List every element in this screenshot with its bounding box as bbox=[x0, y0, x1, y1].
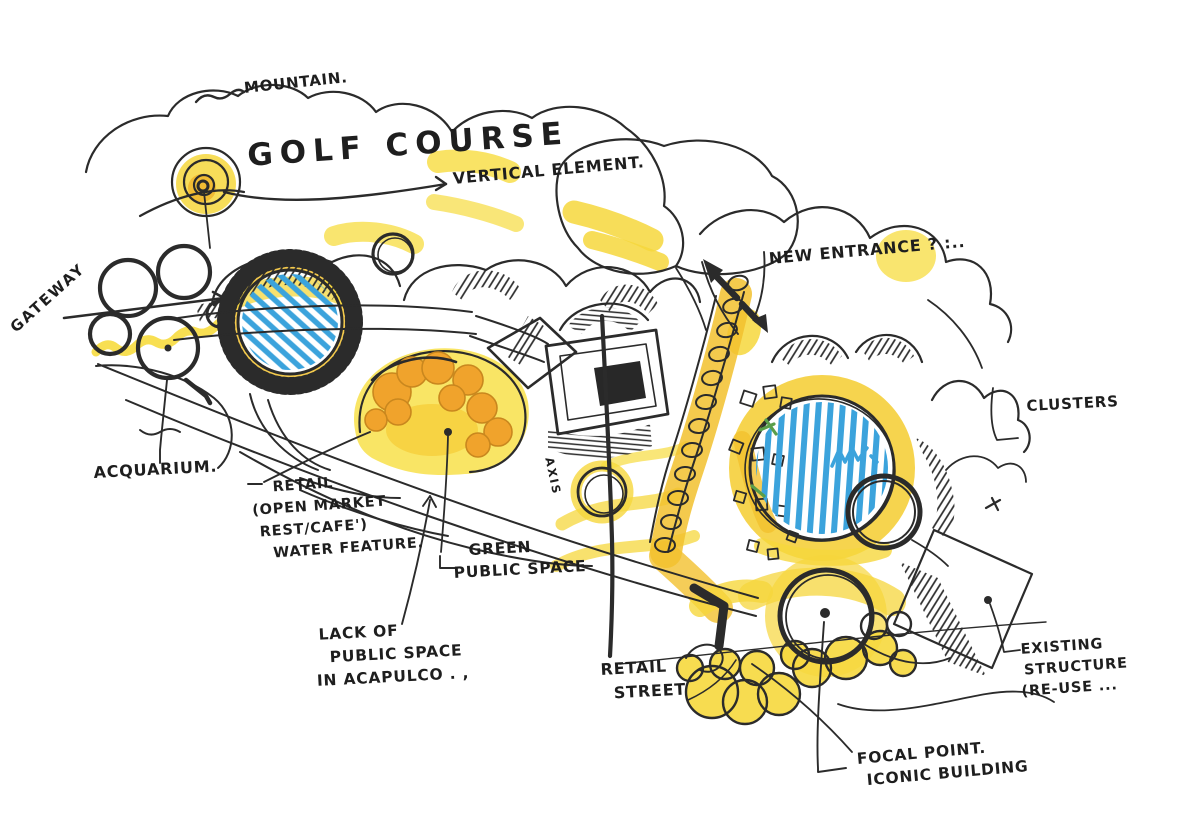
existing-structure bbox=[892, 496, 1034, 676]
green-space-bracket bbox=[439, 555, 457, 569]
bubble-cluster bbox=[675, 610, 918, 726]
vertical-element-outline bbox=[555, 138, 799, 331]
left-water-circle bbox=[173, 249, 477, 395]
right-water-circle bbox=[744, 394, 923, 551]
open-market bbox=[358, 350, 527, 553]
retail-street-leader bbox=[687, 659, 737, 701]
golf-course-underline-arrow bbox=[222, 175, 448, 202]
leader-lines bbox=[247, 431, 737, 701]
label-retail-street: RETAIL STREET bbox=[600, 656, 687, 703]
label-green-public-space: GREEN PUBLIC SPACE bbox=[453, 537, 587, 582]
label-lack-of-public-space: LACK OF PUBLIC SPACE IN ACAPULCO . , bbox=[316, 621, 470, 690]
diagonal-roads bbox=[97, 315, 759, 617]
ground-squiggles bbox=[619, 621, 1055, 712]
arrow-up-left bbox=[703, 259, 723, 283]
right-garland bbox=[698, 206, 1013, 369]
ink-layer bbox=[62, 83, 1055, 773]
label-existing-structure: EXISTING STRUCTURE (RE-USE ... bbox=[1020, 636, 1129, 700]
gateway-highlight bbox=[91, 313, 235, 357]
clusters-outline bbox=[916, 379, 1031, 538]
retail-street-chain bbox=[649, 274, 799, 561]
retail-bracket bbox=[247, 431, 371, 485]
entrance-arrows bbox=[701, 251, 768, 335]
retail-street-highlight bbox=[650, 278, 752, 568]
axis-line bbox=[576, 313, 628, 659]
label-retail-market: RETAIL (OPEN MARKET REST/CAFE') WATER FE… bbox=[251, 475, 425, 562]
marina-scribble bbox=[830, 446, 879, 468]
arrow-down-right bbox=[752, 314, 768, 333]
left-coastline bbox=[95, 364, 401, 499]
lack-arrow bbox=[401, 495, 437, 625]
mountain-outline bbox=[84, 83, 685, 268]
